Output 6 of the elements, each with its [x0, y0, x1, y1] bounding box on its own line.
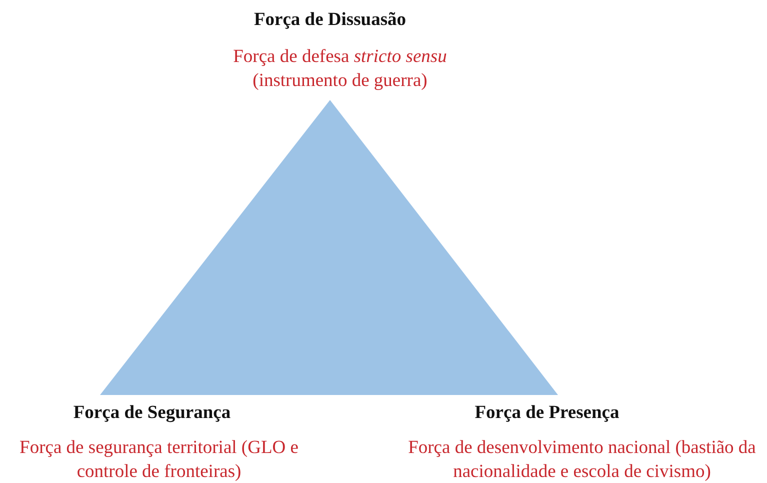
vertex-heading: Força de Presença — [474, 402, 620, 425]
vertex-description: Força de defesa stricto sensu (instrumento de guerra) — [232, 46, 448, 93]
vertex-description: Força de desenvolvimento nacional (bastião da nacionalidade e escola de civismo) — [407, 437, 757, 483]
vertex-description: Força de segurança territorial (GLO e controle de fronteiras) — [18, 437, 300, 483]
vertex-heading: Força de Dissuasão — [252, 9, 408, 32]
vertex-heading: Força de Segurança — [72, 402, 232, 425]
